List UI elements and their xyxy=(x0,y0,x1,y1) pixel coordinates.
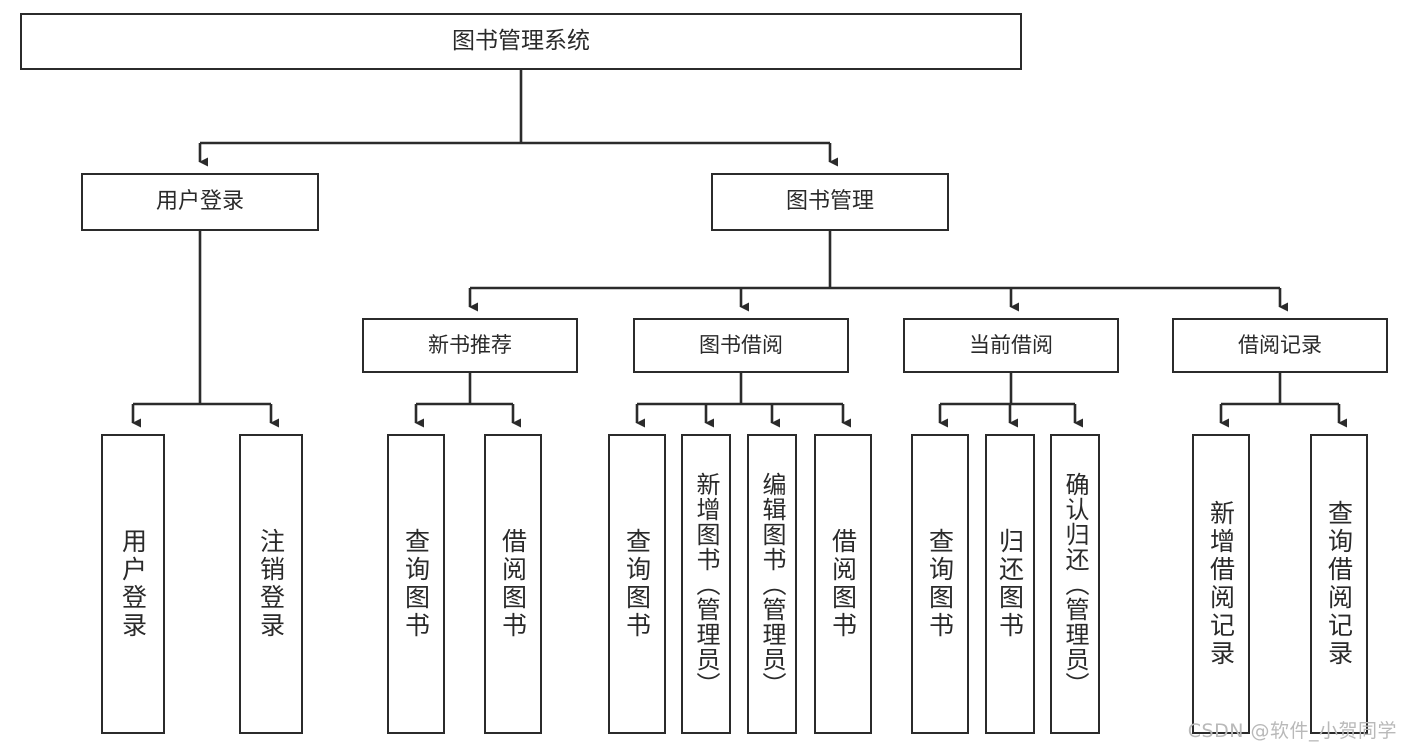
node-leaf-confirm-return[interactable]: 确认归还（管理员） xyxy=(1050,434,1100,734)
node-root[interactable]: 图书管理系统 xyxy=(20,13,1022,70)
node-leaf-add-record-label: 新增借阅记录 xyxy=(1206,500,1236,668)
node-book-manage-label: 图书管理 xyxy=(785,189,874,215)
node-root-label: 图书管理系统 xyxy=(452,28,590,55)
node-leaf-query-book-1-label: 查询图书 xyxy=(401,528,431,640)
watermark: CSDN @软件_小贺同学 xyxy=(1187,720,1397,742)
node-user-login-label: 用户登录 xyxy=(155,189,244,215)
node-leaf-user-login-label: 用户登录 xyxy=(118,528,148,640)
node-leaf-query-book-3[interactable]: 查询图书 xyxy=(911,434,969,734)
node-borrow-record[interactable]: 借阅记录 xyxy=(1172,318,1388,373)
node-leaf-query-record-label: 查询借阅记录 xyxy=(1324,500,1354,668)
node-leaf-query-record[interactable]: 查询借阅记录 xyxy=(1310,434,1368,734)
node-current-borrow-label: 当前借阅 xyxy=(969,332,1053,357)
node-leaf-return-book[interactable]: 归还图书 xyxy=(985,434,1035,734)
node-leaf-borrow-book-1-label: 借阅图书 xyxy=(498,528,528,640)
node-leaf-query-book-2[interactable]: 查询图书 xyxy=(608,434,666,734)
node-book-manage[interactable]: 图书管理 xyxy=(711,173,949,231)
node-leaf-logout-label: 注销登录 xyxy=(256,528,286,640)
node-leaf-query-book-3-label: 查询图书 xyxy=(925,528,955,640)
node-user-login[interactable]: 用户登录 xyxy=(81,173,319,231)
node-leaf-add-book-label: 新增图书（管理员） xyxy=(692,471,720,697)
node-new-book-recommend-label: 新书推荐 xyxy=(428,332,512,357)
node-leaf-confirm-return-label: 确认归还（管理员） xyxy=(1061,471,1089,697)
node-leaf-add-record[interactable]: 新增借阅记录 xyxy=(1192,434,1250,734)
node-leaf-user-login[interactable]: 用户登录 xyxy=(101,434,165,734)
node-leaf-edit-book[interactable]: 编辑图书（管理员） xyxy=(747,434,797,734)
node-leaf-query-book-1[interactable]: 查询图书 xyxy=(387,434,445,734)
node-leaf-borrow-book-1[interactable]: 借阅图书 xyxy=(484,434,542,734)
node-leaf-borrow-book-2-label: 借阅图书 xyxy=(828,528,858,640)
node-leaf-borrow-book-2[interactable]: 借阅图书 xyxy=(814,434,872,734)
node-borrow-record-label: 借阅记录 xyxy=(1238,332,1322,357)
node-leaf-return-book-label: 归还图书 xyxy=(995,528,1025,640)
node-leaf-logout[interactable]: 注销登录 xyxy=(239,434,303,734)
node-new-book-recommend[interactable]: 新书推荐 xyxy=(362,318,578,373)
node-book-borrow[interactable]: 图书借阅 xyxy=(633,318,849,373)
node-book-borrow-label: 图书借阅 xyxy=(699,332,783,357)
node-leaf-query-book-2-label: 查询图书 xyxy=(622,528,652,640)
node-leaf-add-book[interactable]: 新增图书（管理员） xyxy=(681,434,731,734)
node-leaf-edit-book-label: 编辑图书（管理员） xyxy=(758,471,786,697)
node-current-borrow[interactable]: 当前借阅 xyxy=(903,318,1119,373)
